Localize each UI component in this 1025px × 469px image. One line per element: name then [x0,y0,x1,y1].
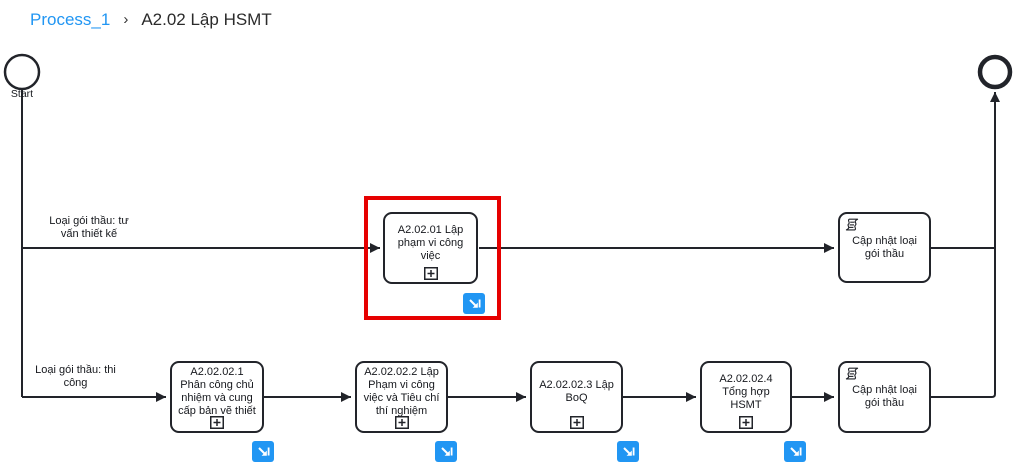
task-label: A2.02.02.3 Lập BoQ [539,379,614,404]
task-label: A2.02.02.2 Lập Phạm vi công việc và Tiêu… [363,366,440,417]
task-update-top[interactable]: Cập nhật loại gói thầu [838,212,931,283]
task-a2-02-02-1[interactable]: A2.02.02.1 Phân công chủ nhiệm và cung c… [170,361,264,433]
subprocess-expand-icon[interactable] [210,416,224,429]
task-label: A2.02.01 Lập phạm vi công việc [397,223,464,262]
task-label: Cập nhật loại gói thầu [852,234,917,260]
script-task-icon [845,367,859,380]
task-a2-02-02-4[interactable]: A2.02.02.4 Tổng hợp HSMT [700,361,792,433]
task-label: Cập nhật loại gói thầu [852,384,917,409]
drilldown-badge-a2-02-02-3[interactable] [617,441,639,462]
breadcrumb-root-link[interactable]: Process_1 [30,10,111,29]
task-a2-02-01[interactable]: A2.02.01 Lập phạm vi công việc [383,212,478,284]
drilldown-badge-a2-02-02-2[interactable] [435,441,457,462]
arrow-down-right-icon [623,446,635,456]
breadcrumb-current: A2.02 Lập HSMT [141,10,272,29]
arrow-down-right-icon [441,446,453,456]
script-task-icon [845,218,859,231]
task-a2-02-02-3[interactable]: A2.02.02.3 Lập BoQ [530,361,623,433]
task-update-bottom[interactable]: Cập nhật loại gói thầu [838,361,931,433]
task-label: A2.02.02.1 Phân công chủ nhiệm và cung c… [178,366,256,417]
subprocess-expand-icon[interactable] [569,416,584,429]
task-label: A2.02.02.4 Tổng hợp HSMT [719,372,773,411]
subprocess-expand-icon[interactable] [394,416,409,429]
chevron-right-icon: › [123,10,129,28]
start-event[interactable] [3,53,41,91]
task-a2-02-02-2[interactable]: A2.02.02.2 Lập Phạm vi công việc và Tiêu… [355,361,448,433]
sequence-flow-to-end [931,92,1000,398]
subprocess-expand-icon[interactable] [423,267,438,280]
start-event-label: Start [10,88,34,100]
arrow-down-right-icon [469,298,481,308]
breadcrumb: Process_1 › A2.02 Lập HSMT [30,10,272,30]
end-event[interactable] [977,54,1013,90]
drilldown-badge-a2-02-01[interactable] [463,293,485,314]
subprocess-expand-icon[interactable] [739,416,753,429]
flow-label-construction: Loại gói thầu: thi công [35,364,116,389]
arrow-down-right-icon [258,446,270,456]
drilldown-badge-a2-02-02-1[interactable] [252,441,274,462]
arrow-down-right-icon [790,446,802,456]
selection-highlight [364,196,501,320]
drilldown-badge-a2-02-02-4[interactable] [784,441,806,462]
flow-label-consulting: Loại gói thầu: tư vấn thiết kế [49,215,129,240]
